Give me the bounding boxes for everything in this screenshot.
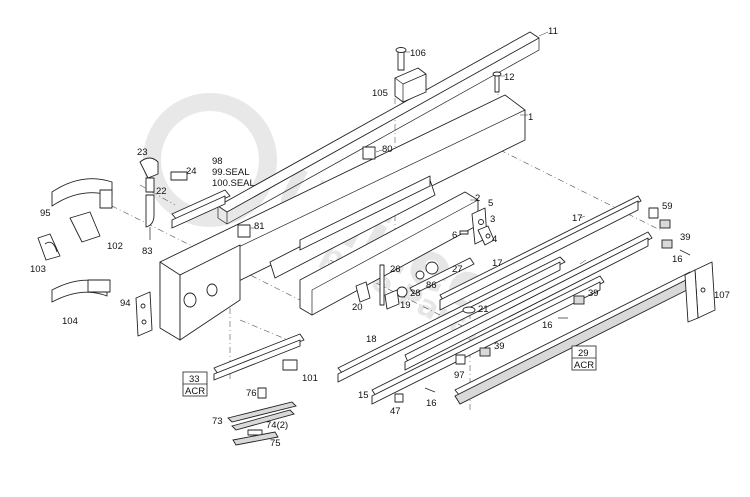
callout-3: 3 (490, 214, 495, 225)
callout-59: 59 (662, 201, 673, 212)
part-12-bolt (492, 71, 502, 93)
small-parts (394, 207, 691, 403)
callout-1: 1 (528, 112, 533, 123)
part-98-plate (171, 189, 231, 229)
part-5-bracket (459, 207, 495, 246)
part-17-lower-rail (404, 231, 653, 371)
part-107-bracket (684, 261, 716, 323)
callout-20: 20 (352, 302, 363, 313)
part-1-main-boom (159, 94, 526, 341)
callout-74: 74(2) (266, 420, 288, 431)
callout-100: 100.SEAL (212, 178, 255, 189)
part-26-27-pins (355, 257, 475, 310)
part-105-block (394, 47, 427, 103)
callout-6: 6 (452, 230, 457, 241)
callout-102: 102 (107, 241, 123, 252)
callout-21: 21 (478, 304, 489, 315)
callout-98: 98 (212, 156, 223, 167)
ref-box-33-acr: 33 ACR (182, 371, 208, 397)
callout-26: 26 (390, 264, 401, 275)
callout-39-low: 39 (494, 341, 505, 352)
callout-27: 27 (452, 264, 463, 275)
ref-box-29-acr: 29 ACR (571, 345, 597, 371)
callout-83: 83 (142, 246, 153, 257)
callout-80: 80 (382, 144, 393, 155)
callout-105: 105 (372, 88, 388, 99)
callout-99: 99.SEAL (212, 167, 250, 178)
part-15-rail (371, 275, 605, 405)
callout-104: 104 (62, 316, 78, 327)
part-18-bar (337, 256, 566, 383)
callout-75: 75 (270, 438, 281, 449)
callout-76: 76 (246, 388, 257, 399)
ref-box-33-bottom: ACR (185, 386, 205, 397)
callout-16-low: 16 (426, 398, 437, 409)
part-101-arm (213, 333, 305, 381)
callout-81: 81 (254, 221, 265, 232)
callout-73: 73 (212, 416, 223, 427)
ref-box-29-bottom: ACR (574, 360, 594, 371)
part-95-saddle (51, 178, 113, 209)
callout-17-upper: 17 (572, 213, 583, 224)
callout-39-top: 39 (680, 232, 691, 243)
part-94-end-plate (135, 291, 153, 337)
part-102-clamp (69, 211, 101, 243)
part-17-upper-rail (439, 195, 642, 311)
callout-18: 18 (366, 334, 377, 345)
callout-4: 4 (492, 234, 497, 245)
leader-lines (250, 31, 587, 265)
callout-107: 107 (714, 290, 730, 301)
callout-39-mid: 39 (588, 288, 599, 299)
callout-95: 95 (40, 208, 51, 219)
callout-22: 22 (156, 186, 167, 197)
callout-12: 12 (504, 72, 515, 83)
ref-box-33-top: 33 (189, 374, 200, 385)
callout-94: 94 (120, 298, 131, 309)
callout-23: 23 (137, 147, 148, 158)
callout-15: 15 (358, 390, 369, 401)
callout-19: 19 (400, 300, 411, 311)
callout-47: 47 (390, 406, 401, 417)
callout-2: 2 (475, 193, 480, 204)
callout-101: 101 (302, 373, 318, 384)
part-73-plates (227, 387, 297, 446)
callout-5: 5 (488, 198, 493, 209)
part-103-clamp (37, 233, 61, 261)
callout-28: 28 (410, 288, 421, 299)
callout-17-lower: 17 (492, 258, 503, 269)
callout-16-mid: 16 (542, 320, 553, 331)
callout-24: 24 (186, 166, 197, 177)
callout-106: 106 (410, 48, 426, 59)
part-23-elbow (139, 157, 188, 240)
ref-box-29-top: 29 (578, 348, 589, 359)
callout-97: 97 (454, 370, 465, 381)
part-104-saddle (51, 279, 111, 303)
callout-16-top: 16 (672, 254, 683, 265)
callout-86: 86 (426, 280, 437, 291)
callout-103: 103 (30, 264, 46, 275)
callout-11: 11 (548, 26, 558, 37)
callout-labels: 11 106 105 12 1 80 23 24 22 98 99.SEAL 1… (30, 26, 730, 449)
